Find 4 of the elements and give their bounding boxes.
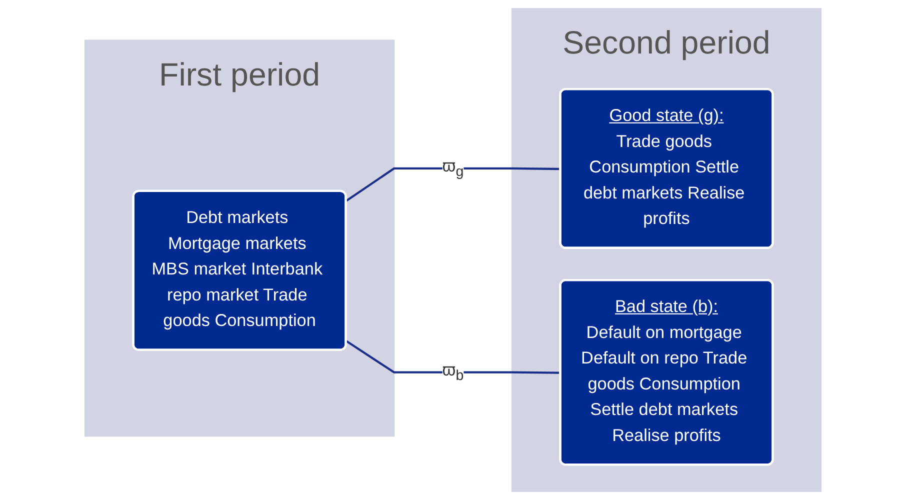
edge-label: ϖ$_{g}$ [442,158,464,180]
connector [346,340,561,374]
connector [346,167,561,202]
edge-label: ϖ$_{b}$ [442,361,464,384]
